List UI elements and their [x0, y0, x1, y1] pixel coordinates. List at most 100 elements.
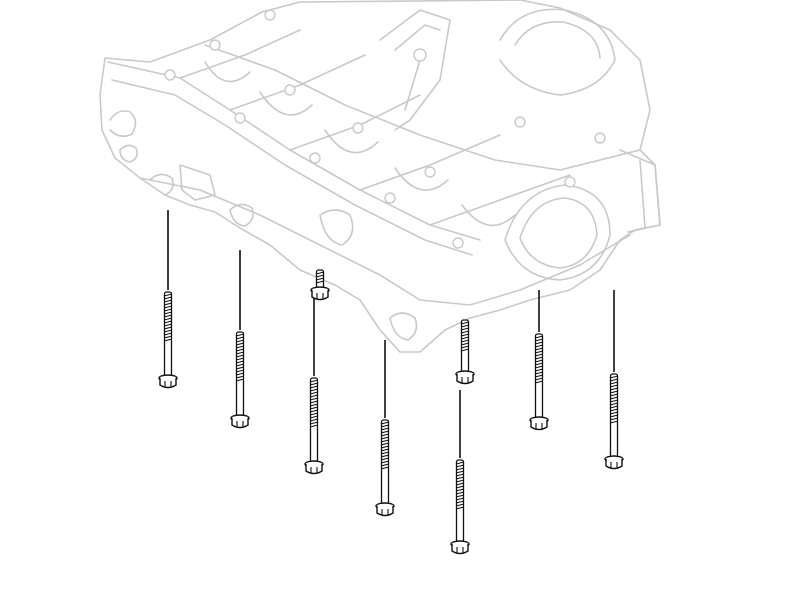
thread-line [380, 430, 390, 434]
thread-line [455, 461, 465, 465]
thread-line [235, 348, 245, 352]
bolt [375, 340, 395, 517]
bolt [158, 210, 178, 389]
thread-line [309, 385, 319, 389]
bolt-head [311, 290, 329, 301]
thread-line [163, 293, 173, 297]
thread-line [460, 330, 470, 334]
thread-line [163, 338, 173, 342]
bolt [310, 269, 330, 301]
bolt-head [376, 506, 394, 517]
thread-line [455, 488, 465, 492]
thread-line [460, 339, 470, 343]
thread-line [163, 305, 173, 309]
thread-line [534, 374, 544, 378]
thread-line [455, 467, 465, 471]
thread-line [609, 405, 619, 409]
thread-line [380, 460, 390, 464]
thread-line [609, 414, 619, 418]
thread-line [609, 393, 619, 397]
thread-line [455, 479, 465, 483]
thread-line [609, 384, 619, 388]
thread-line [609, 375, 619, 379]
bolt-head [456, 374, 474, 385]
thread-line [455, 503, 465, 507]
thread-line [380, 463, 390, 467]
thread-line [380, 454, 390, 458]
bolt-head [159, 378, 177, 389]
thread-line [163, 320, 173, 324]
thread-line [534, 338, 544, 342]
thread-line [380, 436, 390, 440]
thread-line [315, 277, 325, 281]
bolt-head [605, 459, 623, 470]
thread-line [609, 402, 619, 406]
thread-line [309, 412, 319, 416]
thread-line [534, 347, 544, 351]
thread-line [315, 271, 325, 275]
thread-line [235, 366, 245, 370]
thread-line [315, 274, 325, 278]
thread-line [235, 378, 245, 382]
thread-line [309, 409, 319, 413]
thread-line [380, 427, 390, 431]
thread-line [460, 348, 470, 352]
thread-line [309, 391, 319, 395]
thread-line [309, 388, 319, 392]
bolt [455, 319, 475, 385]
thread-line [534, 341, 544, 345]
thread-line [455, 506, 465, 510]
thread-line [609, 399, 619, 403]
thread-line [534, 377, 544, 381]
thread-line [455, 473, 465, 477]
bolt-set [158, 210, 624, 555]
thread-line [534, 368, 544, 372]
thread-line [235, 354, 245, 358]
bolt [304, 296, 324, 475]
thread-line [163, 299, 173, 303]
thread-line [609, 417, 619, 421]
thread-line [609, 387, 619, 391]
thread-line [455, 482, 465, 486]
thread-line [380, 421, 390, 425]
thread-line [460, 321, 470, 325]
thread-line [609, 381, 619, 385]
bolt [604, 290, 624, 470]
thread-line [163, 329, 173, 333]
thread-line [235, 333, 245, 337]
thread-line [455, 476, 465, 480]
thread-line [460, 345, 470, 349]
thread-line [163, 311, 173, 315]
thread-line [609, 396, 619, 400]
thread-line [235, 357, 245, 361]
thread-line [309, 403, 319, 407]
thread-line [163, 308, 173, 312]
bolt [230, 250, 250, 429]
thread-line [163, 314, 173, 318]
thread-line [163, 317, 173, 321]
bolt-head [305, 464, 323, 475]
thread-line [163, 296, 173, 300]
thread-line [534, 380, 544, 384]
bolt-head [451, 544, 469, 555]
thread-line [235, 375, 245, 379]
thread-line [380, 445, 390, 449]
thread-line [163, 332, 173, 336]
thread-line [235, 372, 245, 376]
thread-line [455, 497, 465, 501]
thread-line [380, 442, 390, 446]
thread-line [534, 344, 544, 348]
thread-line [309, 415, 319, 419]
thread-line [235, 363, 245, 367]
thread-line [163, 326, 173, 330]
thread-line [534, 353, 544, 357]
thread-line [380, 457, 390, 461]
thread-line [460, 327, 470, 331]
thread-line [534, 335, 544, 339]
thread-line [380, 433, 390, 437]
thread-line [534, 359, 544, 363]
thread-line [380, 448, 390, 452]
thread-line [455, 491, 465, 495]
